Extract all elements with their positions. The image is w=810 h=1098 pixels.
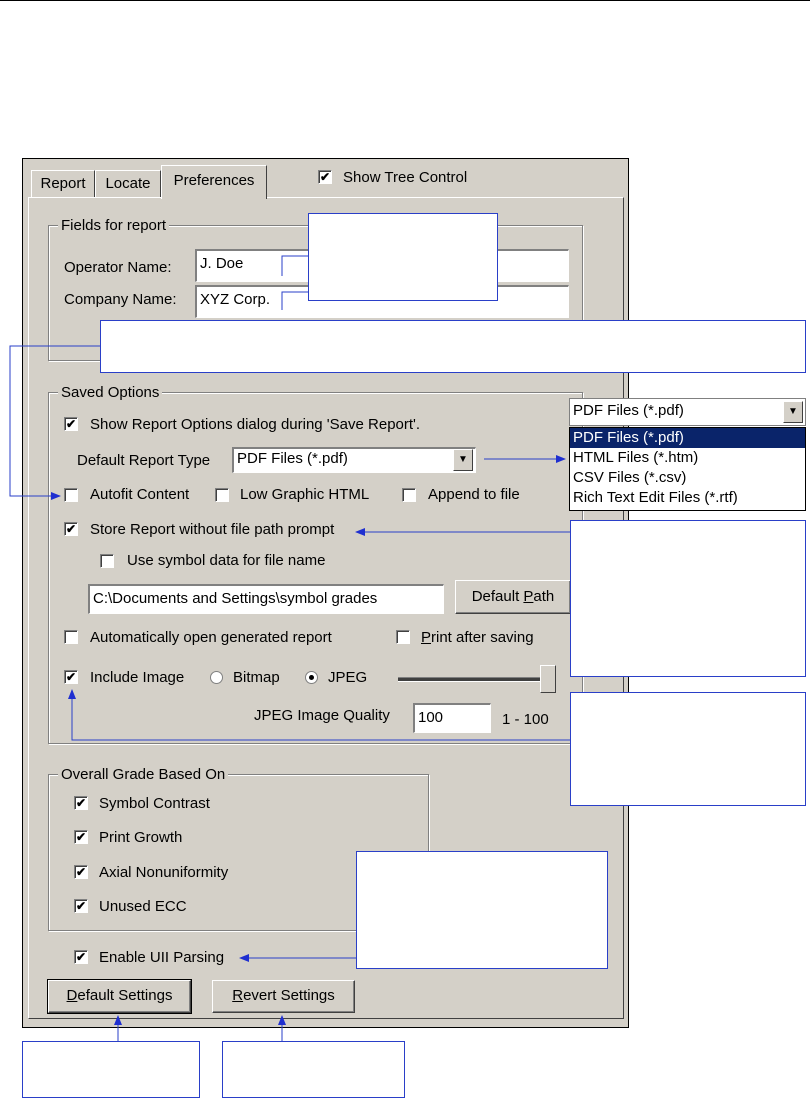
dropdown-option-html[interactable]: HTML Files (*.htm) bbox=[573, 449, 699, 466]
enable-uii-parsing-label: Enable UII Parsing bbox=[99, 949, 225, 966]
autofit-content-checkbox[interactable] bbox=[64, 488, 78, 502]
callout-box-revert-settings bbox=[222, 1041, 405, 1098]
store-report-label: Store Report without file path prompt bbox=[90, 521, 335, 538]
use-symbol-data-label: Use symbol data for file name bbox=[127, 552, 326, 569]
tab-preferences[interactable]: Preferences bbox=[161, 165, 267, 199]
default-report-type-label: Default Report Type bbox=[77, 452, 211, 469]
show-tree-control-label: Show Tree Control bbox=[343, 169, 468, 186]
symbol-contrast-checkbox[interactable]: ✔ bbox=[74, 796, 88, 810]
use-symbol-data-checkbox[interactable] bbox=[100, 554, 114, 568]
show-report-options-checkbox[interactable]: ✔ bbox=[64, 417, 78, 431]
dropdown-option-csv[interactable]: CSV Files (*.csv) bbox=[573, 469, 687, 486]
print-after-saving-label: Print after saving bbox=[421, 629, 534, 646]
default-path-button[interactable]: Default Path bbox=[455, 580, 571, 614]
auto-open-report-label: Automatically open generated report bbox=[90, 629, 332, 646]
bitmap-label: Bitmap bbox=[233, 669, 280, 686]
append-to-file-label: Append to file bbox=[428, 486, 520, 503]
report-path-input[interactable]: C:\Documents and Settings\symbol grades bbox=[88, 584, 444, 614]
connector-company-name bbox=[281, 291, 308, 310]
connector-autofit bbox=[9, 345, 100, 500]
axial-nonuniformity-checkbox[interactable]: ✔ bbox=[74, 865, 88, 879]
symbol-contrast-label: Symbol Contrast bbox=[99, 795, 210, 812]
report-type-dropdown-preview-button[interactable]: ▼ bbox=[783, 401, 803, 423]
show-report-options-label: Show Report Options dialog during 'Save … bbox=[90, 416, 421, 433]
jpeg-quality-slider-track[interactable] bbox=[398, 677, 556, 682]
company-name-label: Company Name: bbox=[64, 291, 177, 308]
jpeg-quality-label: JPEG Image Quality bbox=[254, 707, 390, 724]
report-type-dropdown-list: PDF Files (*.pdf) HTML Files (*.htm) CSV… bbox=[569, 427, 806, 511]
jpeg-label: JPEG bbox=[328, 669, 368, 686]
overall-grade-legend: Overall Grade Based On bbox=[58, 766, 229, 783]
append-to-file-checkbox[interactable] bbox=[402, 488, 416, 502]
saved-options-legend: Saved Options bbox=[58, 384, 163, 401]
page-top-rule bbox=[0, 0, 810, 1]
callout-box-autofit bbox=[100, 320, 806, 373]
callout-box-store-report bbox=[570, 520, 806, 677]
jpeg-quality-range: 1 - 100 bbox=[502, 711, 549, 728]
fields-for-report-legend: Fields for report bbox=[58, 217, 170, 234]
unused-ecc-checkbox[interactable]: ✔ bbox=[74, 899, 88, 913]
unused-ecc-label: Unused ECC bbox=[99, 898, 187, 915]
include-image-checkbox[interactable]: ✔ bbox=[64, 670, 78, 684]
default-settings-button[interactable]: Default Settings bbox=[47, 979, 192, 1014]
dropdown-option-pdf[interactable]: PDF Files (*.pdf) bbox=[570, 428, 805, 448]
bitmap-radio[interactable] bbox=[210, 671, 223, 684]
autofit-content-label: Autofit Content bbox=[90, 486, 190, 503]
connector-include-image bbox=[68, 689, 570, 741]
tab-report[interactable]: Report bbox=[31, 170, 95, 198]
callout-box-include-image bbox=[570, 692, 806, 806]
default-report-type-dropdown-button[interactable]: ▼ bbox=[453, 449, 473, 471]
low-graphic-html-label: Low Graphic HTML bbox=[240, 486, 370, 503]
print-growth-label: Print Growth bbox=[99, 829, 183, 846]
enable-uii-parsing-checkbox[interactable]: ✔ bbox=[74, 950, 88, 964]
dropdown-option-rtf[interactable]: Rich Text Edit Files (*.rtf) bbox=[573, 489, 738, 506]
callout-box-fields bbox=[308, 213, 498, 301]
store-report-checkbox[interactable]: ✔ bbox=[64, 522, 78, 536]
print-after-saving-checkbox[interactable] bbox=[396, 630, 410, 644]
revert-settings-button[interactable]: Revert Settings bbox=[212, 980, 355, 1013]
report-type-dropdown-preview[interactable]: PDF Files (*.pdf) bbox=[569, 398, 806, 426]
jpeg-quality-slider-thumb[interactable] bbox=[540, 665, 556, 693]
show-tree-control-checkbox[interactable]: ✔ bbox=[318, 170, 332, 184]
connector-operator-name bbox=[281, 255, 308, 276]
jpeg-quality-input[interactable]: 100 bbox=[413, 703, 491, 733]
auto-open-report-checkbox[interactable] bbox=[64, 630, 78, 644]
axial-nonuniformity-label: Axial Nonuniformity bbox=[99, 864, 229, 881]
callout-box-uii-parsing bbox=[356, 851, 608, 969]
tab-locate[interactable]: Locate bbox=[95, 170, 161, 198]
jpeg-radio[interactable] bbox=[305, 671, 318, 684]
default-report-type-select[interactable]: PDF Files (*.pdf) bbox=[232, 447, 476, 473]
chevron-down-icon: ▼ bbox=[788, 406, 798, 417]
low-graphic-html-checkbox[interactable] bbox=[215, 488, 229, 502]
operator-name-label: Operator Name: bbox=[64, 259, 172, 276]
include-image-label: Include Image bbox=[90, 669, 185, 686]
chevron-down-icon: ▼ bbox=[458, 454, 468, 465]
print-growth-checkbox[interactable]: ✔ bbox=[74, 830, 88, 844]
